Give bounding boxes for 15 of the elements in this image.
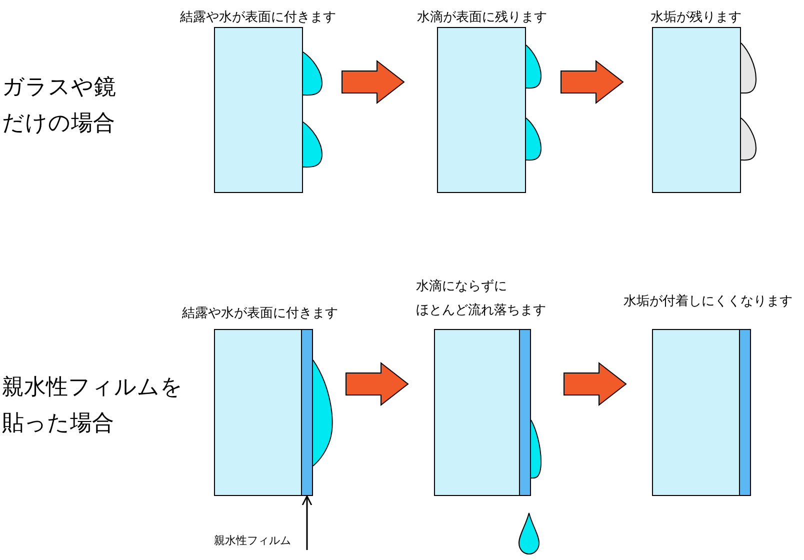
block-arrow [560,60,624,104]
pane-label: 結露や水が表面に付きます [179,9,337,27]
film-strip [301,329,313,496]
block-arrow [342,60,405,104]
leader-arrow [302,495,312,550]
row-label: ガラスや鏡だけの場合 [2,74,117,138]
pane-label: 水滴が表面に残ります [416,9,548,27]
pane-label: 水垢が付着しにくくなります [622,293,794,311]
pane-label: 結露や水が表面に付きます [181,305,339,323]
pane-label: 水滴にならずにほとんど流れ落ちます [416,278,547,320]
block-arrow [346,362,409,406]
film-label: 親水性フィルム [214,532,291,550]
block-arrow [564,362,627,406]
row-label: 親水性フィルムを貼った場合 [2,374,184,438]
pane-label: 水垢が残ります [650,9,742,27]
